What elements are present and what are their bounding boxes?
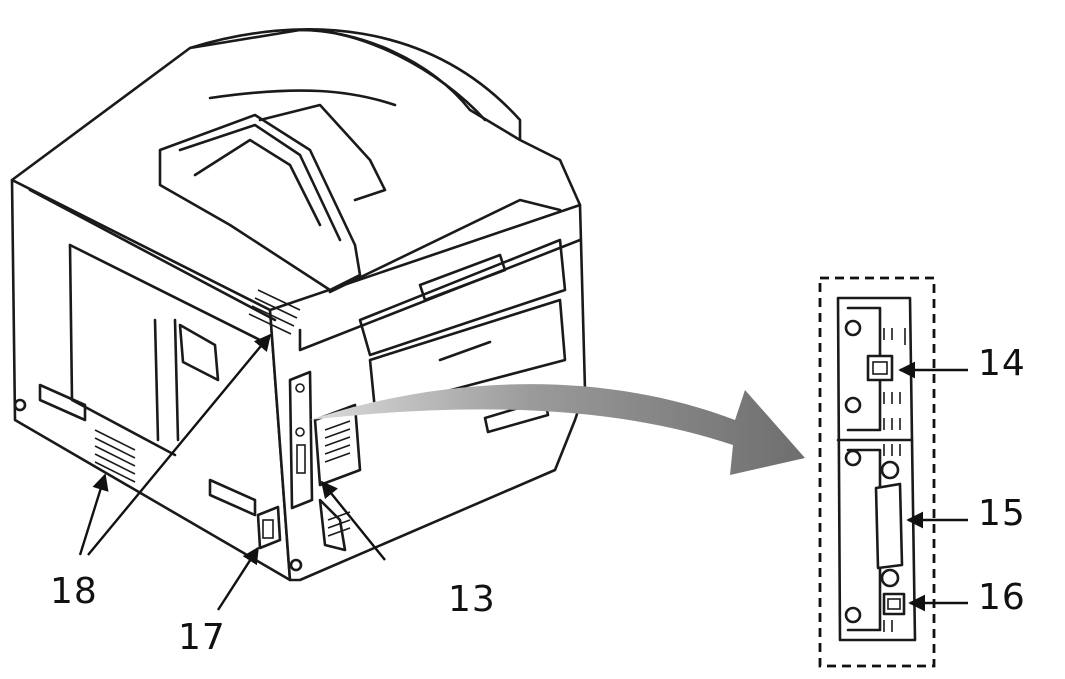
callout-14: 14	[978, 343, 1026, 384]
callout-18: 18	[50, 571, 98, 612]
callout-15: 15	[978, 493, 1026, 534]
side-vents	[94, 429, 136, 483]
leader-lines	[78, 333, 968, 612]
interface-detail-panel	[818, 276, 936, 668]
output-tray	[158, 113, 362, 292]
usb-port	[882, 592, 906, 616]
printer-illustration	[10, 28, 587, 582]
ethernet-port	[866, 354, 894, 382]
callout-16: 16	[978, 577, 1026, 618]
upper-vents	[248, 289, 301, 335]
callout-13: 13	[448, 579, 496, 620]
zoom-arrow	[310, 384, 805, 475]
detail-vents	[883, 328, 906, 632]
power-socket	[256, 505, 282, 550]
parallel-port	[874, 482, 904, 570]
callout-17: 17	[178, 617, 226, 658]
